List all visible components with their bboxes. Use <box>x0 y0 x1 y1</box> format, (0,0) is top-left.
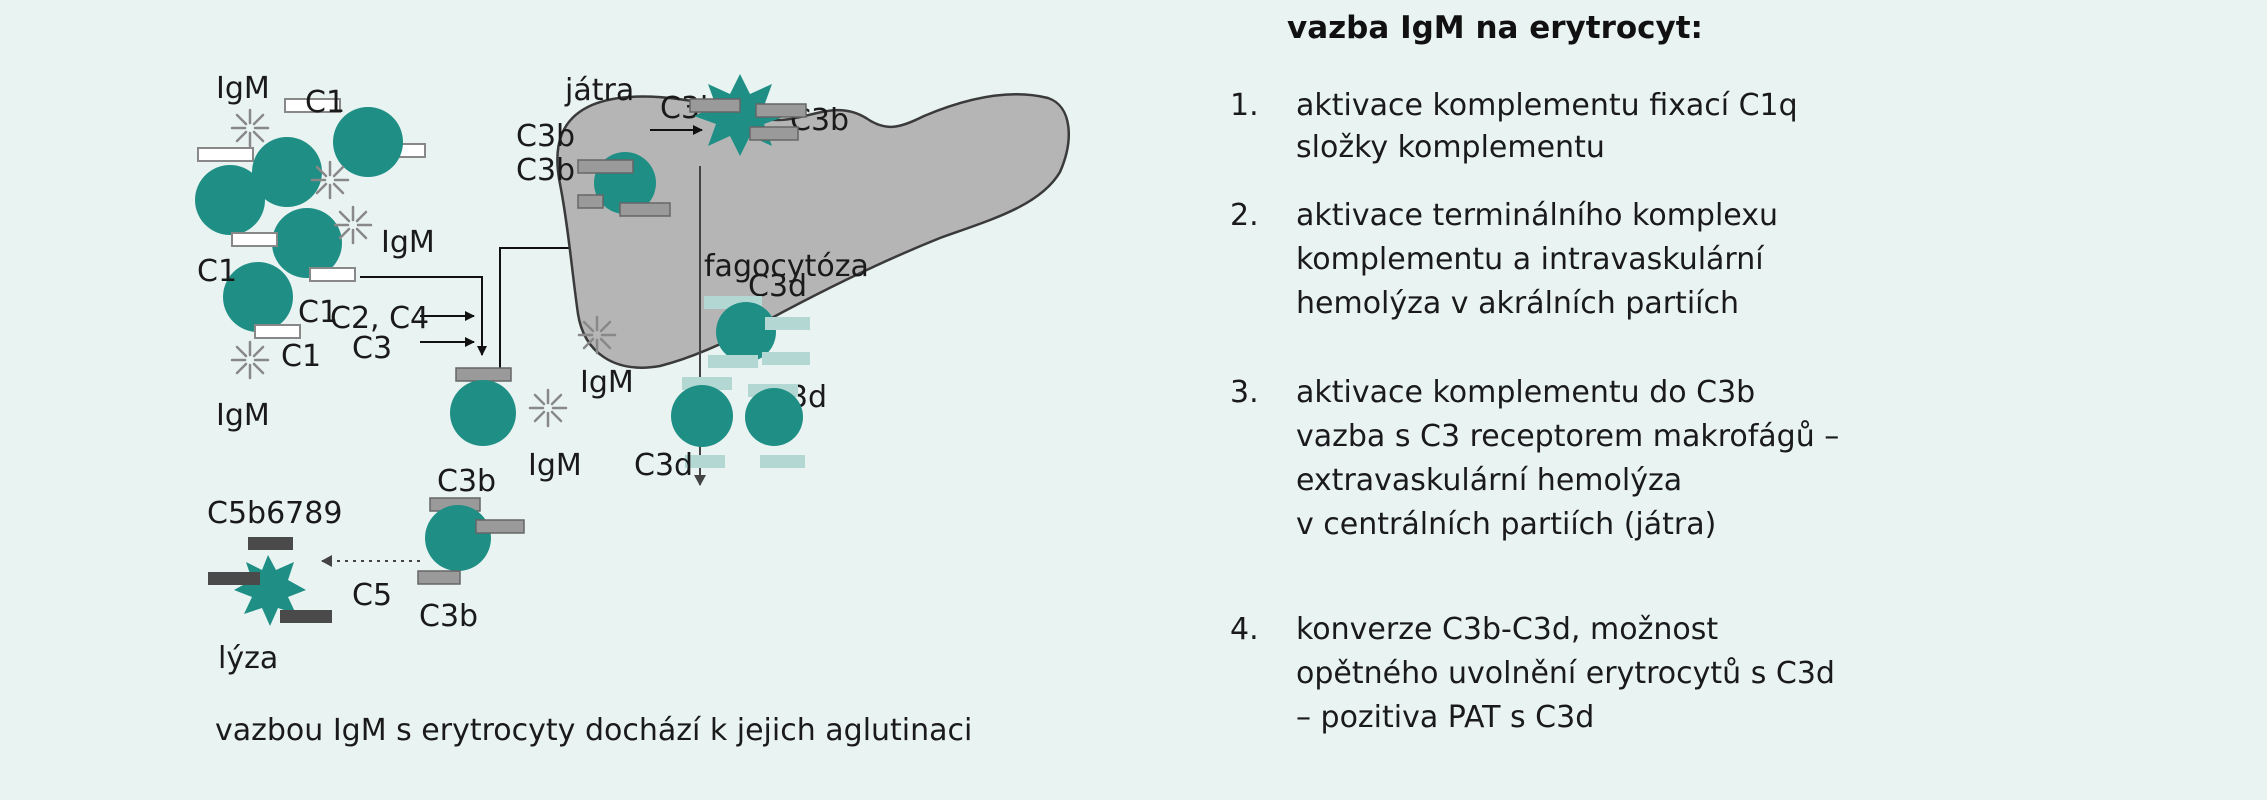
c3d-bar <box>685 455 725 468</box>
erythrocyte <box>272 208 342 278</box>
c3d-cells: C3d C3d C3d <box>634 269 827 483</box>
igm-label: IgM <box>580 365 634 400</box>
step-text: opětného uvolnění erytrocytů s C3d <box>1296 656 1835 691</box>
erythrocyte <box>252 137 322 207</box>
step-text: v centrálních partiích (játra) <box>1296 507 1717 542</box>
igm-molecule <box>333 205 373 245</box>
step-text: komplementu a intravaskulární <box>1296 242 1764 277</box>
c3b-bar <box>619 202 671 217</box>
c3d-bar <box>760 455 805 468</box>
free-igm: IgM IgM <box>528 315 634 483</box>
c1-bar <box>309 267 356 282</box>
liver-group: játra C3b C3b C3b C3b fagocytóza <box>516 73 1070 486</box>
c5b6789-label: C5b6789 <box>207 496 342 531</box>
c3b-bar <box>475 519 525 534</box>
igm-label: IgM <box>216 71 270 106</box>
step-text: konverze C3b-C3d, možnost <box>1296 612 1719 647</box>
igm-molecule <box>528 388 568 428</box>
c3b-label: C3b <box>437 464 496 499</box>
step-text: vazba s C3 receptorem makrofágů – <box>1296 419 1840 454</box>
c5b-bar <box>248 537 293 550</box>
c3b-bar <box>577 194 604 209</box>
c3d-bar <box>708 355 758 368</box>
step-text: extravaskulární hemolýza <box>1296 463 1683 498</box>
erythrocyte <box>745 388 803 446</box>
c3b-bar <box>755 103 807 118</box>
lysis-group: C5 C5b6789 lýza <box>207 496 420 676</box>
erythrocyte <box>425 505 491 571</box>
c3b-label: C3b <box>516 119 575 154</box>
c1-label: C1 <box>281 339 321 374</box>
c5b-bar <box>280 610 332 623</box>
c2-c4-label: C2, C4 <box>330 301 429 336</box>
c3d-label: C3d <box>634 448 693 483</box>
c3d-bar <box>765 317 810 330</box>
c3b-bar <box>417 570 461 585</box>
erythrocyte <box>333 107 403 177</box>
c3b-label: C3b <box>516 153 575 188</box>
steps-panel: vazba IgM na erytrocyt: 1. aktivace komp… <box>1215 0 2255 800</box>
c5-label: C5 <box>352 578 392 613</box>
agglutinated-cluster: IgM C1 IgM C1 C1 C1 IgM <box>195 71 435 433</box>
step-number: 2. <box>1230 198 1259 233</box>
c3d-bar <box>762 352 810 365</box>
diagram-caption: vazbou IgM s erytrocyty dochází k jejich… <box>215 713 972 748</box>
steps-title: vazba IgM na erytrocyt: <box>1287 10 1703 46</box>
c3b-bar <box>749 126 799 141</box>
c3b-bar <box>689 98 741 113</box>
c1-bar <box>254 324 301 339</box>
step-text: aktivace komplementu do C3b <box>1296 375 1756 410</box>
c1-label: C1 <box>197 254 237 289</box>
c3b-cells: C3b C3b <box>417 367 525 634</box>
activation-arrows: C2, C4 C3 <box>330 243 581 370</box>
erythrocyte <box>195 165 265 235</box>
step-text: aktivace terminálního komplexu <box>1296 198 1779 233</box>
c1-label: C1 <box>305 85 345 120</box>
liver-label: játra <box>564 73 634 108</box>
erythrocyte <box>716 302 776 362</box>
step-text: aktivace komplementu fixací C1q <box>1296 88 1798 123</box>
phagocytosis-label: fagocytóza <box>704 249 869 284</box>
step-number: 4. <box>1230 612 1259 647</box>
c3-label: C3 <box>352 331 392 366</box>
igm-label: IgM <box>381 225 435 260</box>
c1-bar <box>197 147 254 162</box>
step-number: 1. <box>1230 88 1259 123</box>
igm-molecule <box>310 160 350 200</box>
lysis-label: lýza <box>218 641 278 676</box>
step-text: hemolýza v akrálních partiích <box>1296 286 1739 321</box>
erythrocyte <box>671 385 733 447</box>
igm-label: IgM <box>216 398 270 433</box>
c1-bar <box>231 232 278 247</box>
c5b-bar <box>208 572 260 585</box>
erythrocyte <box>223 262 293 332</box>
c3b-label: C3b <box>419 599 478 634</box>
igm-molecule <box>230 108 270 148</box>
erythrocyte <box>450 380 516 446</box>
step-text: – pozitiva PAT s C3d <box>1296 700 1595 735</box>
step-number: 3. <box>1230 375 1259 410</box>
liver-shape <box>556 93 1070 369</box>
step-text: složky komplementu <box>1296 130 1605 165</box>
complement-diagram: IgM C1 IgM C1 C1 C1 IgM C2, C4 C3 C3b C3… <box>195 71 1070 748</box>
c3b-bar <box>455 367 512 382</box>
igm-molecule <box>230 340 270 380</box>
igm-label: IgM <box>528 448 582 483</box>
c3b-bar <box>577 159 634 174</box>
c1-bar <box>284 98 341 113</box>
c1-label: C1 <box>298 295 338 330</box>
